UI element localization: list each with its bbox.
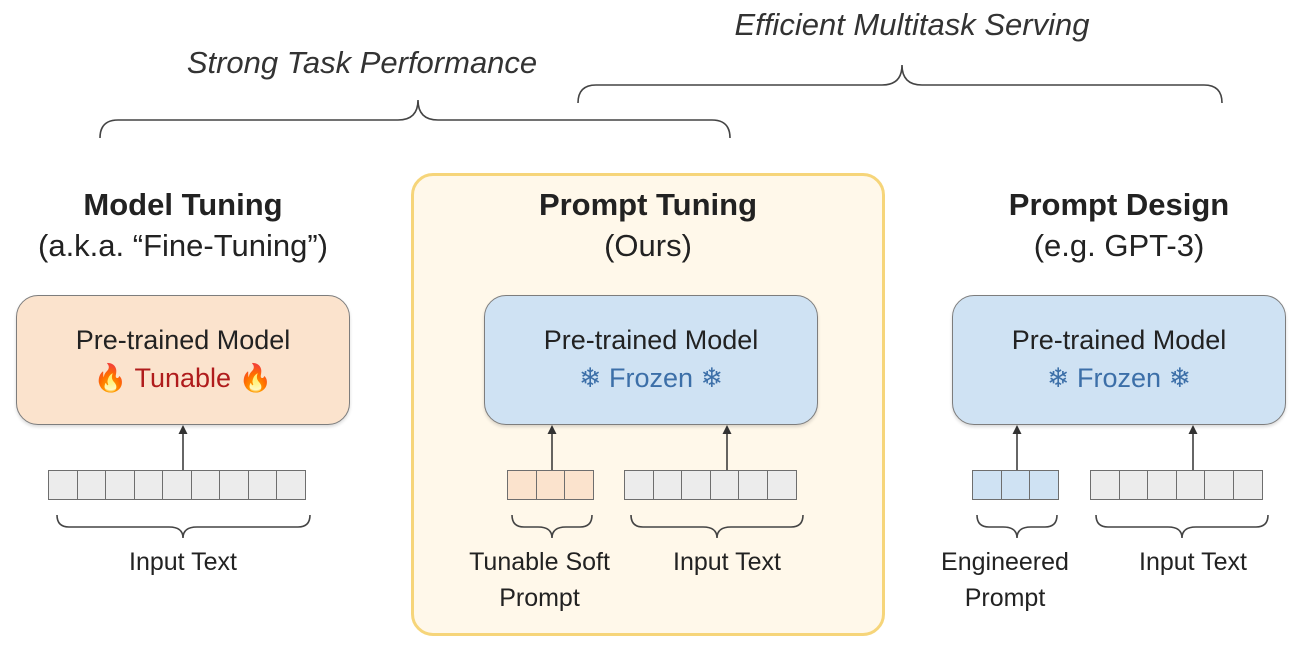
model-status-tunable: 🔥 Tunable 🔥: [93, 363, 273, 393]
brace-input-text-3: [1095, 514, 1269, 539]
prompt-design-subtitle: (e.g. GPT-3): [1033, 228, 1205, 263]
brace-input-text-1: [56, 514, 311, 539]
input-text-tokens-2: [624, 470, 797, 500]
model-title: Pre-trained Model: [543, 325, 759, 355]
input-text-label-2: Input Text: [673, 548, 781, 576]
input-text-tokens-3: [1090, 470, 1263, 500]
brace-input-text-2: [630, 514, 804, 539]
brace-efficient-serving: [577, 64, 1223, 104]
pretrained-model-frozen-ours: Pre-trained Model ❄ Frozen ❄: [484, 295, 818, 425]
model-status-frozen: ❄ Frozen ❄: [578, 363, 724, 393]
brace-strong-task: [99, 99, 731, 139]
model-tuning-subtitle: (a.k.a. “Fine-Tuning”): [38, 228, 328, 263]
engineered-prompt-tokens: [972, 470, 1059, 500]
model-title: Pre-trained Model: [75, 325, 291, 355]
input-text-label-1: Input Text: [129, 548, 237, 576]
pretrained-model-tunable: Pre-trained Model 🔥 Tunable 🔥: [16, 295, 350, 425]
input-text-label-3: Input Text: [1139, 548, 1247, 576]
input-text-tokens-1: [48, 470, 306, 500]
model-tuning-title: Model Tuning: [83, 187, 283, 222]
brace-soft-prompt: [511, 514, 593, 539]
model-status-frozen: ❄ Frozen ❄: [1046, 363, 1192, 393]
model-title: Pre-trained Model: [1011, 325, 1227, 355]
strong-task-performance-label: Strong Task Performance: [186, 45, 538, 80]
prompt-tuning-subtitle: (Ours): [604, 228, 692, 263]
brace-engineered-prompt: [976, 514, 1058, 539]
prompt-tuning-title: Prompt Tuning: [538, 187, 758, 222]
tunable-soft-prompt-label: Tunable Soft Prompt: [469, 548, 610, 612]
pretrained-model-frozen-gpt3: Pre-trained Model ❄ Frozen ❄: [952, 295, 1286, 425]
efficient-multitask-serving-label: Efficient Multitask Serving: [734, 7, 1090, 42]
prompt-design-title: Prompt Design: [1008, 187, 1230, 222]
soft-prompt-tokens: [507, 470, 594, 500]
engineered-prompt-label: Engineered Prompt: [941, 548, 1069, 612]
